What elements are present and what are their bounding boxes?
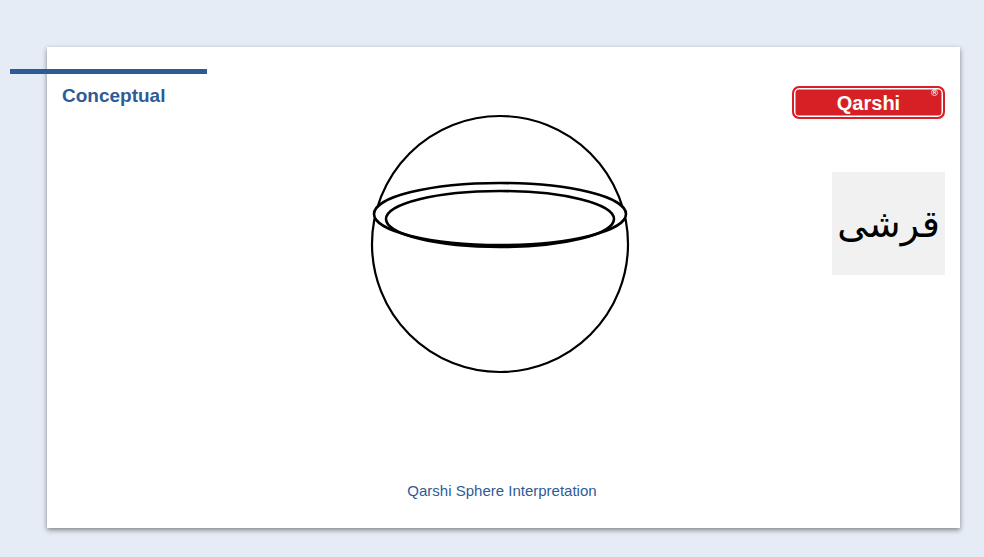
- sphere-outline: [372, 116, 628, 372]
- logo-badge: Qarshi®: [792, 86, 945, 119]
- registered-mark: ®: [930, 89, 939, 98]
- slide-title: Conceptual: [62, 85, 165, 107]
- accent-bar: [10, 69, 207, 74]
- urdu-logo-text: قرشی: [832, 202, 945, 246]
- logo-text: Qarshi: [794, 91, 943, 114]
- inner-ring: [386, 191, 614, 247]
- urdu-name-box: قرشی: [832, 172, 945, 275]
- slide-card: [47, 47, 960, 528]
- slide-caption: Qarshi Sphere Interpretation: [292, 482, 712, 499]
